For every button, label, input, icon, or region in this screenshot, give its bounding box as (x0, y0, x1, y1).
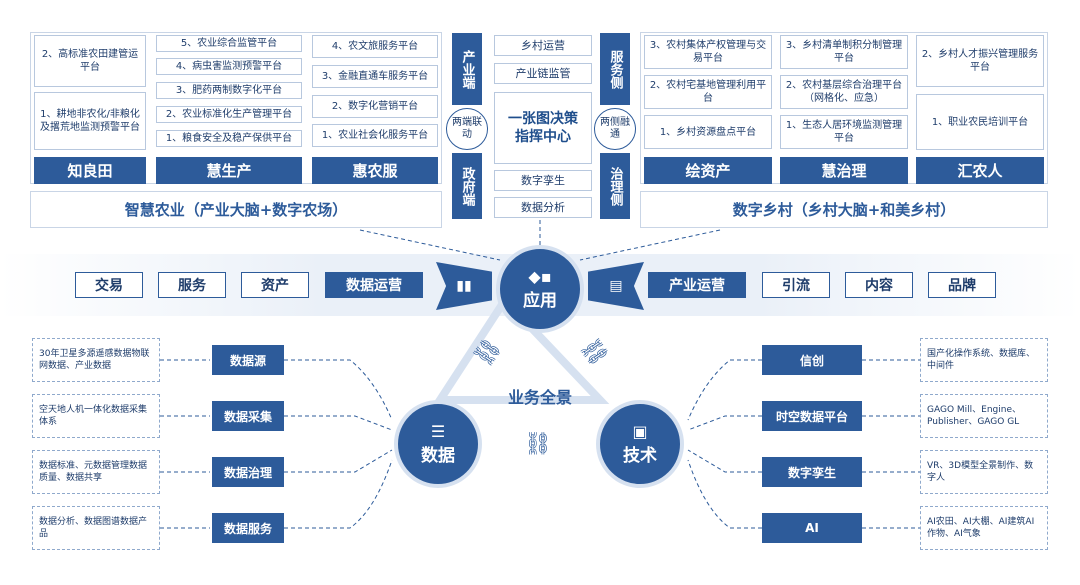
governance-side-label: 治理侧 (600, 153, 630, 219)
data-desc: 30年卫星多源遥感数据物联网数据、产业数据 (32, 338, 160, 382)
ops-brand: 品牌 (928, 272, 996, 298)
center-item: 产业链监管 (494, 63, 592, 84)
platform-item: 2、乡村人才振兴管理服务平台 (916, 35, 1044, 87)
bar-chart-icon: ▮▮ (456, 278, 472, 294)
center-item: 数据分析 (494, 197, 592, 218)
platform-item: 2、农村基层综合治理平台（网格化、应急） (780, 75, 908, 109)
category-label-huinongren: 汇农人 (916, 157, 1044, 184)
platform-item: 2、农业标准化生产管理平台 (156, 106, 302, 123)
spatiotemporal-platform-button: 时空数据平台 (762, 401, 862, 431)
platform-item: 4、病虫害监测预警平台 (156, 58, 302, 75)
data-hub: ☰ 数据 (394, 400, 482, 488)
database-icon: ☰ (430, 421, 446, 441)
ops-asset: 资产 (241, 272, 309, 298)
platform-item: 2、高标准农田建管运平台 (34, 35, 146, 87)
platform-item: 1、职业农民培训平台 (916, 94, 1044, 150)
platform-item: 3、金融直通车服务平台 (312, 65, 438, 88)
platform-item: 2、数字化营销平台 (312, 95, 438, 118)
apps-icon: ◆▪ (528, 266, 552, 286)
ops-trade: 交易 (75, 272, 143, 298)
platform-item: 3、乡村清单制积分制管理平台 (780, 35, 908, 69)
two-ends-link-text: 两端联动 (452, 117, 482, 140)
ops-content: 内容 (845, 272, 913, 298)
tech-hub: ▣ 技术 (596, 400, 684, 488)
document-icon: ▤ (609, 278, 623, 294)
center-item: 乡村运营 (494, 35, 592, 56)
government-end-label: 政府端 (452, 153, 482, 219)
center-item: 数字孪生 (494, 170, 592, 191)
platform-item: 1、乡村资源盘点平台 (644, 115, 772, 149)
apply-hub: ◆▪ 应用 (496, 245, 584, 333)
industry-end-label: 产业端 (452, 33, 482, 105)
digital-twin-button: 数字孪生 (762, 457, 862, 487)
ops-traffic: 引流 (762, 272, 830, 298)
category-label-zhiliangtian: 知良田 (34, 157, 146, 184)
apply-hub-label: 应用 (523, 290, 557, 311)
category-label-huishengchan: 慧生产 (156, 157, 302, 184)
tech-desc: GAGO Mill、Engine、Publisher、GAGO GL (920, 394, 1048, 438)
smart-agriculture-banner: 智慧农业（产业大脑+数字农场） (30, 191, 442, 228)
platform-item: 3、肥药两制数字化平台 (156, 82, 302, 99)
chip-icon: ▣ (632, 421, 648, 441)
data-collection-button: 数据采集 (212, 401, 284, 431)
ops-industry-operation: 产业运营 (648, 272, 746, 298)
tech-hub-label: 技术 (623, 445, 657, 466)
category-label-huizhili: 慧治理 (780, 157, 908, 184)
data-governance-button: 数据治理 (212, 457, 284, 487)
platform-item: 2、农村宅基地管理利用平台 (644, 75, 772, 109)
service-side-label: 服务侧 (600, 33, 630, 105)
data-hub-label: 数据 (421, 445, 455, 466)
category-label-huizichan: 绘资产 (644, 157, 772, 184)
tech-desc: 国产化操作系统、数据库、中间件 (920, 338, 1048, 382)
platform-item: 4、农文旅服务平台 (312, 35, 438, 58)
platform-item: 5、农业综合监管平台 (156, 35, 302, 52)
chain-icon: ⛓ (524, 432, 552, 457)
tech-desc: VR、3D模型全景制作、数字人 (920, 450, 1048, 494)
category-label-huinongfu: 惠农服 (312, 157, 438, 184)
platform-item: 1、生态人居环境监测管理平台 (780, 115, 908, 149)
data-desc: 数据分析、数据图谱数据产品 (32, 506, 160, 550)
two-ends-link: 两端联动 (446, 108, 488, 150)
data-service-button: 数据服务 (212, 513, 284, 543)
platform-item: 1、农业社会化服务平台 (312, 124, 438, 147)
tech-desc: AI农田、AI大棚、AI建筑AI作物、AI气象 (920, 506, 1048, 550)
ops-data-operation: 数据运营 (325, 272, 423, 298)
data-desc: 数据标准、元数据管理数据质量、数据共享 (32, 450, 160, 494)
digital-village-banner: 数字乡村（乡村大脑+和美乡村） (640, 191, 1048, 228)
two-sides-link: 两侧融通 (594, 108, 636, 150)
platform-item: 1、粮食安全及稳产保供平台 (156, 130, 302, 147)
business-overview-label: 业务全景 (507, 388, 572, 407)
data-source-button: 数据源 (212, 345, 284, 375)
decision-center-title: 一张图决策指挥中心 (494, 92, 592, 164)
xinchuang-button: 信创 (762, 345, 862, 375)
two-sides-link-text: 两侧融通 (600, 117, 630, 140)
data-desc: 空天地人机一体化数据采集体系 (32, 394, 160, 438)
ops-service: 服务 (158, 272, 226, 298)
ai-button: AI (762, 513, 862, 543)
platform-item: 1、耕地非农化/非粮化及撂荒地监测预警平台 (34, 92, 146, 150)
platform-item: 3、农村集体产权管理与交易平台 (644, 35, 772, 69)
